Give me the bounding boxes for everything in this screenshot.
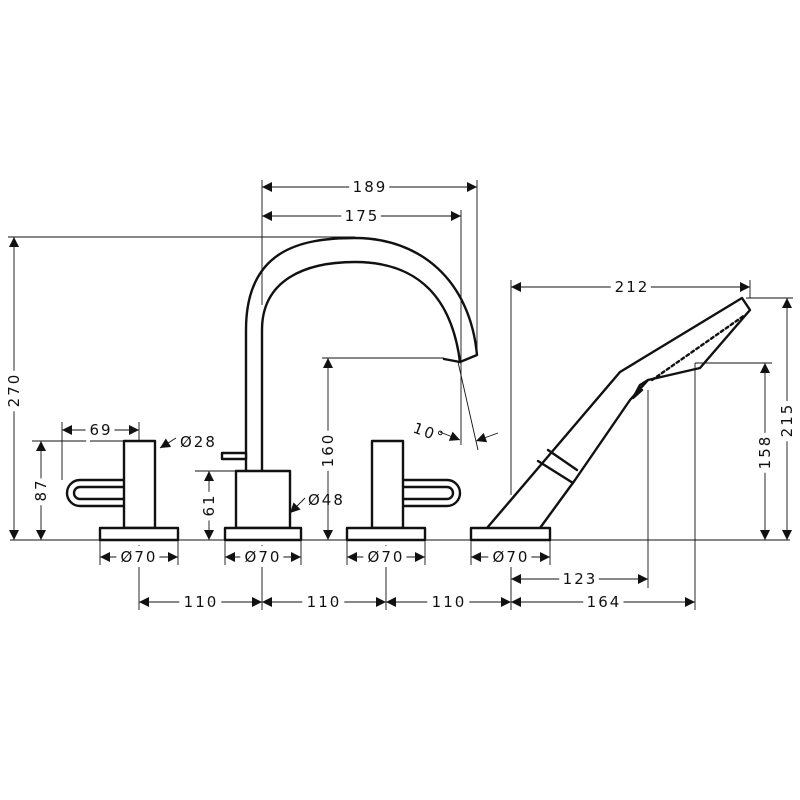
dimension-labels: 189 175 270 87 69 Ø28 61 Ø48 160 10° Ø70… [0, 173, 800, 617]
dim-158: 158 [756, 435, 774, 470]
dim-diameter-70-spout: Ø70 [245, 548, 282, 566]
left-handle [65, 439, 180, 542]
dim-61: 61 [200, 493, 218, 516]
dim-270: 270 [5, 373, 23, 408]
dim-175: 175 [345, 207, 380, 225]
dim-spacing-110-1: 110 [184, 593, 219, 611]
dim-123: 123 [563, 570, 598, 588]
dimension-lines [8, 180, 793, 610]
dim-212: 212 [615, 278, 650, 296]
dim-diameter-48: Ø48 [308, 491, 345, 509]
dim-spacing-110-3: 110 [432, 593, 467, 611]
dim-215: 215 [778, 403, 796, 438]
dim-diameter-28: Ø28 [180, 433, 217, 451]
dim-69: 69 [89, 421, 112, 439]
dim-164: 164 [587, 593, 622, 611]
dim-diameter-70-shower: Ø70 [493, 548, 530, 566]
dim-diameter-70-right-handle: Ø70 [368, 548, 405, 566]
dim-spacing-110-2: 110 [307, 593, 342, 611]
spout [220, 236, 479, 542]
dim-160: 160 [319, 433, 337, 468]
right-handle [345, 439, 462, 542]
dim-diameter-70-left-handle: Ø70 [121, 548, 158, 566]
dim-87: 87 [32, 478, 50, 501]
hand-shower [469, 296, 752, 542]
dim-angle-10: 10° [411, 419, 448, 447]
dim-189: 189 [353, 178, 388, 196]
